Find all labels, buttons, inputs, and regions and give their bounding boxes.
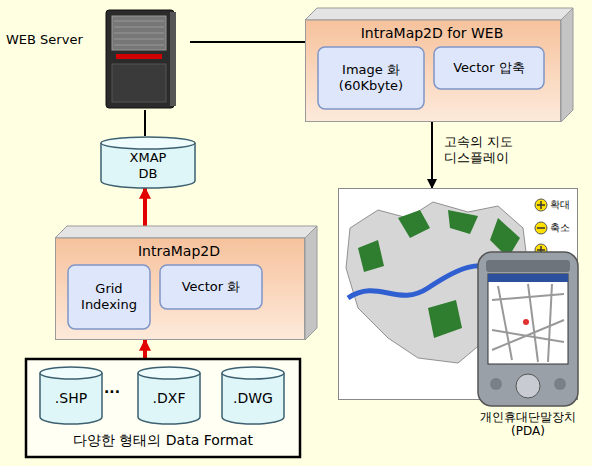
node-text: 개인휴대단말장치 (PDA) bbox=[468, 410, 588, 439]
connector bbox=[143, 340, 147, 358]
module-box: IntraMap2D for WEB Image 화 (60Kbyte) Vecto… bbox=[305, 8, 573, 122]
function-box: Vector 화 bbox=[159, 264, 263, 310]
server-outline bbox=[90, 8, 190, 110]
node-text: IntraMap2D for WEB bbox=[305, 25, 559, 42]
format-frame: 다양한 형태의 Data Format .SHP .DXF .DWG bbox=[25, 358, 301, 458]
database-cylinder: XMAP DB bbox=[100, 136, 196, 188]
function-box: Grid Indexing bbox=[67, 264, 151, 330]
ellipsis-label: ··· bbox=[104, 384, 124, 402]
node-text: .SHP bbox=[39, 390, 103, 407]
node-text: 축소 bbox=[550, 222, 577, 234]
node-text: 확대 bbox=[550, 199, 577, 211]
pda-device: 개인휴대단말장치 (PDA) bbox=[468, 250, 588, 450]
node-text: Image 화 (60Kbyte) bbox=[321, 62, 421, 93]
connector bbox=[143, 188, 147, 226]
node-text: .DWG bbox=[221, 390, 285, 407]
node-text: Vector 압축 bbox=[453, 60, 525, 76]
node-text: .DXF bbox=[137, 390, 201, 407]
file-cylinder: .SHP bbox=[39, 366, 103, 424]
file-cylinder: .DXF bbox=[137, 366, 201, 424]
node-text: IntraMap2D bbox=[55, 243, 303, 260]
node-text: 다양한 형태의 Data Format bbox=[25, 432, 301, 449]
connector bbox=[144, 110, 146, 136]
edge-label: 고속의 지도 디스플레이 bbox=[444, 134, 536, 167]
connector bbox=[431, 122, 433, 188]
connector bbox=[190, 41, 305, 43]
node-text: WEB Server bbox=[6, 32, 86, 48]
file-cylinder: .DWG bbox=[221, 366, 285, 424]
node-text: XMAP DB bbox=[122, 150, 174, 181]
function-box: Vector 압축 bbox=[433, 46, 545, 90]
node-text: Grid Indexing bbox=[71, 281, 147, 312]
module-box: IntraMap2D Grid Indexing Vector 화 bbox=[55, 226, 317, 340]
server-icon: WEB Server bbox=[90, 8, 190, 110]
node-text: Vector 화 bbox=[182, 279, 241, 295]
function-box: Image 화 (60Kbyte) bbox=[317, 46, 425, 110]
